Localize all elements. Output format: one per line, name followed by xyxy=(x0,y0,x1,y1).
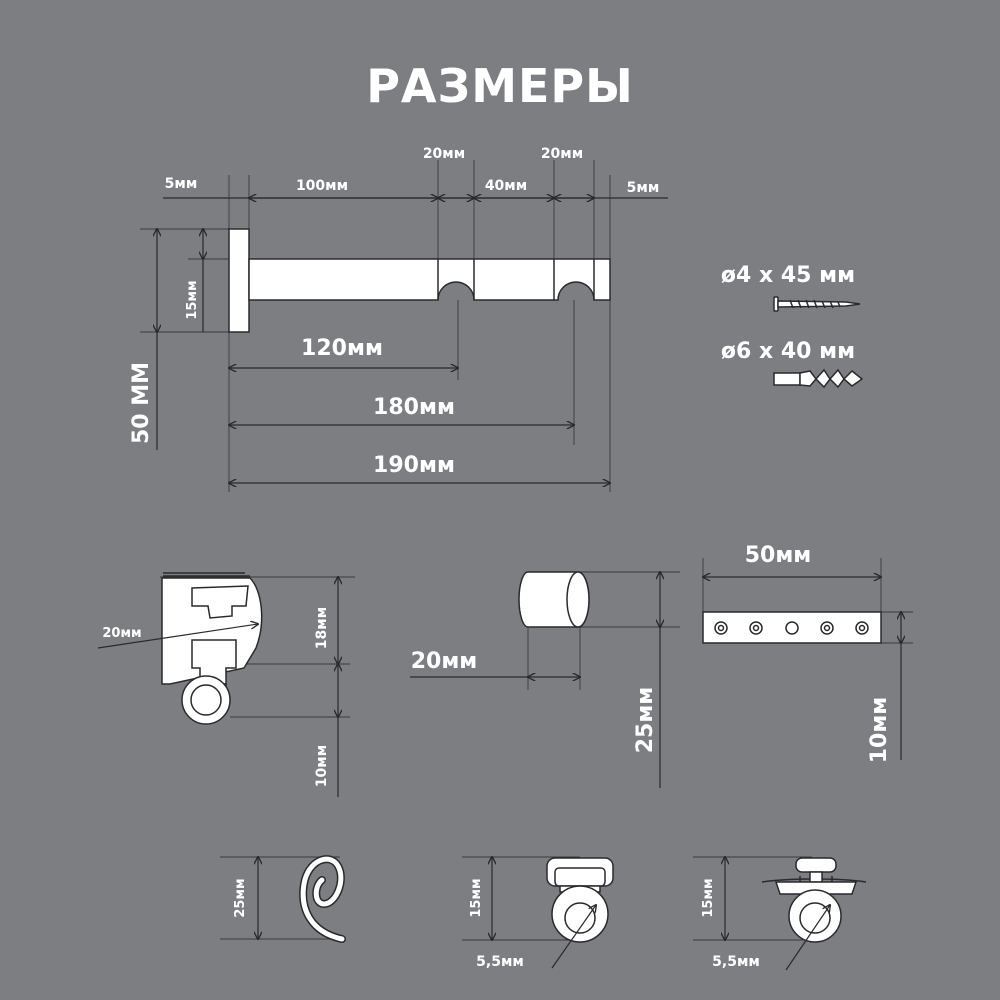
glider-1-drawing: 15мм 5,5мм xyxy=(462,857,614,970)
end-cap-height-label: 25мм xyxy=(633,687,658,754)
dim-100mm: 100мм xyxy=(296,178,348,194)
runner-width-label: 20мм xyxy=(102,626,141,641)
dim-190mm: 190мм xyxy=(373,453,455,478)
dim-5mm-right: 5мм xyxy=(627,180,660,196)
glider-2-screw-head xyxy=(795,857,837,873)
glider-2-ring-label: 5,5мм xyxy=(712,954,760,970)
runner-height-bottom-label: 10мм xyxy=(314,745,330,787)
hook-height-label: 25мм xyxy=(233,878,248,917)
dim-20mm-2: 20мм xyxy=(541,146,583,162)
hook-drawing: 25мм xyxy=(220,855,346,943)
dim-180mm: 180мм xyxy=(373,395,455,420)
fasteners: ø4 x 45 мм ø6 x 40 мм xyxy=(721,263,864,389)
wall-plate xyxy=(228,228,250,333)
plate-length-label: 50мм xyxy=(745,543,812,568)
runner-height-top-label: 18мм xyxy=(314,607,330,649)
dim-15mm-plate: 15мм xyxy=(185,280,200,319)
dowel-label: ø6 x 40 мм xyxy=(721,339,855,364)
rail-runner-drawing: 20мм 18мм 10мм xyxy=(97,572,355,797)
glider-2-drawing: 15мм 5,5мм xyxy=(693,857,867,971)
dim-40mm: 40мм xyxy=(485,178,527,194)
bracket-arm xyxy=(248,258,611,301)
dim-120mm: 120мм xyxy=(301,336,383,361)
dowel-icon xyxy=(773,368,864,389)
glider-1-height-label: 15мм xyxy=(469,878,484,917)
dim-20mm-1: 20мм xyxy=(423,146,465,162)
bracket-drawing: 5мм 100мм 20мм 40мм 20мм 5мм 15мм 50 ММ … xyxy=(129,146,668,492)
dim-50mm-height: 50 ММ xyxy=(129,362,154,444)
glider-2-height-label: 15мм xyxy=(701,878,716,917)
end-cap-drawing: 20мм 25мм xyxy=(410,572,680,788)
screw-icon xyxy=(773,296,861,312)
plate-height-label: 10мм xyxy=(867,697,892,764)
dim-5mm-left: 5мм xyxy=(165,176,198,192)
page-title: РАЗМЕРЫ xyxy=(366,59,634,113)
screw-label: ø4 x 45 мм xyxy=(721,263,855,288)
end-cap-width-label: 20мм xyxy=(411,649,478,674)
connector-plate-drawing: 50мм 10мм xyxy=(703,543,913,763)
glider-1-ring-label: 5,5мм xyxy=(476,954,524,970)
